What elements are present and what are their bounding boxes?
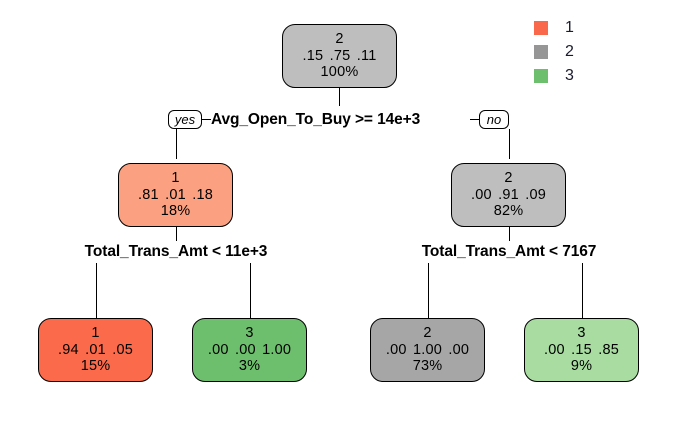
node-class-label: 3 (245, 325, 254, 342)
edge-leaf3 (428, 263, 429, 318)
node-probabilities: .00 .00 1.00 (205, 342, 295, 359)
edge-leaf2 (250, 263, 251, 318)
legend-swatch-2 (534, 45, 548, 59)
node-probabilities: .94 .01 .05 (55, 342, 136, 359)
split-label-root: Avg_Open_To_Buy >= 14e+3 (211, 111, 421, 128)
node-prob-2: .01 (165, 186, 186, 203)
tree-node-root[interactable]: 2 .15 .75 .11 100% (282, 24, 397, 88)
legend-item: 2 (534, 40, 574, 64)
node-probabilities: .00 .91 .09 (468, 187, 549, 204)
edge-root-to-split (339, 88, 340, 106)
node-class-label: 2 (335, 31, 344, 48)
node-prob-2: .00 (234, 341, 256, 358)
tree-node-left-child[interactable]: 1 .81 .01 .18 18% (118, 163, 233, 227)
node-class-label: 1 (171, 170, 180, 187)
edge-no-pill-connector (470, 119, 479, 120)
node-prob-2: .15 (571, 341, 592, 358)
tree-node-right-child[interactable]: 2 .00 .91 .09 82% (451, 163, 566, 227)
split-label-left: Total_Trans_Amt < 11e+3 (84, 243, 268, 260)
node-prob-3: .18 (192, 186, 214, 203)
node-class-label: 3 (577, 325, 586, 342)
class-legend: 1 2 3 (534, 16, 574, 88)
legend-swatch-3 (534, 69, 548, 83)
node-prob-1: .00 (207, 341, 229, 358)
legend-label-3: 3 (565, 67, 574, 84)
node-prob-3: .00 (448, 341, 470, 358)
tree-node-leaf-1[interactable]: 1 .94 .01 .05 15% (38, 318, 153, 382)
node-prob-3: .09 (525, 186, 547, 203)
split-no-label: no (486, 112, 502, 127)
legend-item: 1 (534, 16, 574, 40)
legend-label-1: 1 (565, 19, 574, 36)
edge-no-branch (509, 129, 510, 159)
node-probabilities: .15 .75 .11 (299, 48, 379, 65)
node-probabilities: .00 1.00 .00 (383, 342, 473, 359)
edge-leaf4 (582, 263, 583, 318)
node-prob-3: 1.00 (262, 341, 292, 358)
edge-left-to-split (176, 227, 177, 241)
edge-right-to-split (509, 227, 510, 241)
node-probabilities: .00 .15 .85 (541, 342, 622, 359)
node-class-label: 2 (504, 170, 513, 187)
node-percent: 82% (493, 203, 524, 220)
node-prob-2: .75 (329, 47, 351, 64)
node-prob-3: .85 (598, 341, 620, 358)
node-prob-1: .94 (57, 341, 79, 358)
node-prob-1: .15 (302, 47, 324, 64)
node-percent: 3% (238, 358, 261, 375)
legend-item: 3 (534, 64, 574, 88)
node-percent: 18% (160, 203, 191, 220)
node-prob-1: .00 (470, 186, 492, 203)
node-percent: 100% (320, 64, 359, 81)
node-prob-1: .00 (385, 341, 407, 358)
split-yes-label: yes (174, 112, 196, 127)
split-label-right: Total_Trans_Amt < 7167 (421, 243, 597, 260)
node-class-label: 1 (91, 325, 100, 342)
legend-label-2: 2 (565, 43, 574, 60)
legend-swatch-1 (534, 21, 548, 35)
node-percent: 73% (412, 358, 443, 375)
split-no-pill[interactable]: no (479, 110, 509, 129)
tree-node-leaf-4[interactable]: 3 .00 .15 .85 9% (524, 318, 639, 382)
edge-leaf1 (96, 263, 97, 318)
tree-node-leaf-3[interactable]: 2 .00 1.00 .00 73% (370, 318, 485, 382)
node-prob-3: .11 (356, 47, 377, 64)
node-prob-2: .91 (498, 186, 519, 203)
node-probabilities: .81 .01 .18 (135, 187, 216, 204)
node-prob-3: .05 (112, 341, 134, 358)
node-prob-1: .00 (543, 341, 565, 358)
node-prob-2: 1.00 (412, 341, 443, 358)
tree-node-leaf-2[interactable]: 3 .00 .00 1.00 3% (192, 318, 307, 382)
split-yes-pill[interactable]: yes (168, 110, 202, 129)
node-percent: 9% (570, 358, 593, 375)
edge-yes-pill-connector (202, 119, 211, 120)
node-percent: 15% (80, 358, 111, 375)
node-prob-1: .81 (137, 186, 159, 203)
node-prob-2: .01 (85, 341, 106, 358)
node-class-label: 2 (423, 325, 432, 342)
edge-yes-branch (176, 129, 177, 159)
